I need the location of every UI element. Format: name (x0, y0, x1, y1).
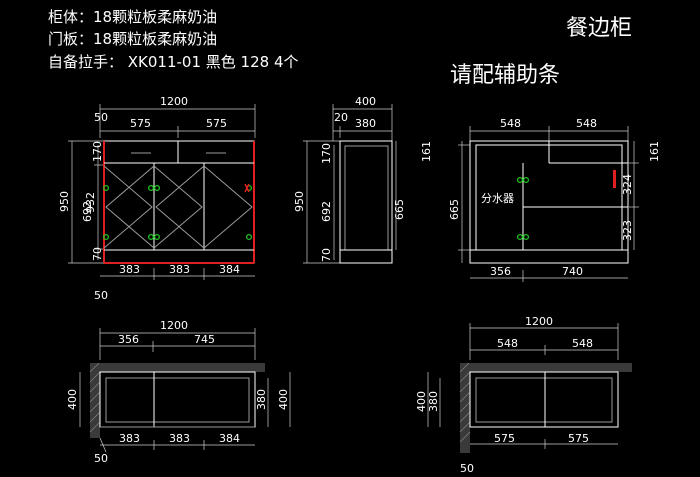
dim-front-door: 692 (81, 201, 94, 222)
red-marker (613, 170, 616, 188)
dim-plan-right-b: 548 (572, 337, 593, 350)
dim-interior-right-top: 161 (648, 141, 661, 162)
dim-plan-left-width: 1200 (160, 319, 188, 332)
dim-front-offset: 50 (94, 289, 108, 302)
dim-plan-right-offset: 50 (460, 462, 474, 475)
plan-view-right: 1200 548 548 400 380 575 575 50 (415, 315, 632, 475)
dim-front-side: 50 (94, 111, 108, 124)
dim-front-right-half: 575 (206, 117, 227, 130)
dim-plan-left-bottom-1: 383 (119, 432, 140, 445)
dim-plan-left-b: 745 (194, 333, 215, 346)
dim-plan-left-inner: 380 (255, 389, 268, 410)
dim-interior-left-top: 161 (420, 141, 433, 162)
note-handle: 自备拉手： XK011-01 黑色 128 4个 (48, 53, 299, 71)
dim-interior-bottom-left: 356 (490, 265, 511, 278)
dim-front-bottom-2: 383 (169, 263, 190, 276)
note-cabinet-body: 柜体：18颗粒板柔麻奶油 (48, 8, 217, 26)
dim-plan-right-inner: 380 (427, 391, 440, 412)
side-view: 400 20 380 950 692 170 70 665 (293, 95, 406, 264)
dim-interior-top-right: 548 (576, 117, 597, 130)
dim-front-base: 70 (91, 247, 104, 261)
dim-side-height: 950 (293, 191, 306, 212)
plan-view-left: 1200 356 745 400 380 400 383 383 384 50 (66, 319, 291, 465)
dim-interior-right-mid: 324 (621, 174, 634, 195)
dim-interior-height: 665 (448, 199, 461, 220)
dim-plan-left-bottom-2: 383 (169, 432, 190, 445)
dim-interior-top-left: 548 (500, 117, 521, 130)
dim-interior-right-low: 323 (621, 220, 634, 241)
dim-side-front: 20 (334, 111, 348, 124)
dim-front-drawer: 170 (91, 141, 104, 162)
front-view: 1200 50 575 575 950 932 170 692 70 (58, 95, 256, 302)
dim-side-inner-height: 665 (393, 199, 406, 220)
dim-front-inner-height: 932 (84, 192, 97, 213)
note-trim: 请配辅助条 (450, 63, 560, 88)
dim-side-depth: 400 (355, 95, 376, 108)
dim-front-width: 1200 (160, 95, 188, 108)
note-door-panel: 门板：18颗粒板柔麻奶油 (48, 30, 217, 48)
dim-plan-right-a: 548 (497, 337, 518, 350)
label-water-distributor: 分水器 (481, 192, 514, 205)
dim-plan-left-a: 356 (118, 333, 139, 346)
dim-interior-bottom-right: 740 (562, 265, 583, 278)
dim-front-bottom-3: 384 (219, 263, 240, 276)
dim-plan-left-offset: 50 (94, 452, 108, 465)
dim-front-bottom-1: 383 (119, 263, 140, 276)
dim-front-height: 950 (58, 191, 71, 212)
dim-plan-left-outer: 400 (277, 389, 290, 410)
dim-plan-right-width: 1200 (525, 315, 553, 328)
dim-plan-right-bottom-2: 575 (568, 432, 589, 445)
interior-view: 548 548 665 161 分水器 161 324 323 356 740 (420, 117, 661, 282)
dim-front-left-half: 575 (130, 117, 151, 130)
dim-side-drawer: 170 (320, 143, 333, 164)
dim-side-inner-depth: 380 (355, 117, 376, 130)
dim-side-base: 70 (320, 248, 333, 262)
dim-plan-left-depth: 400 (66, 389, 79, 410)
dim-plan-left-bottom-3: 384 (219, 432, 240, 445)
title-sideboard: 餐边柜 (566, 16, 632, 41)
dim-plan-right-bottom-1: 575 (494, 432, 515, 445)
dim-side-door: 692 (320, 201, 333, 222)
dim-plan-right-depth: 400 (415, 391, 428, 412)
